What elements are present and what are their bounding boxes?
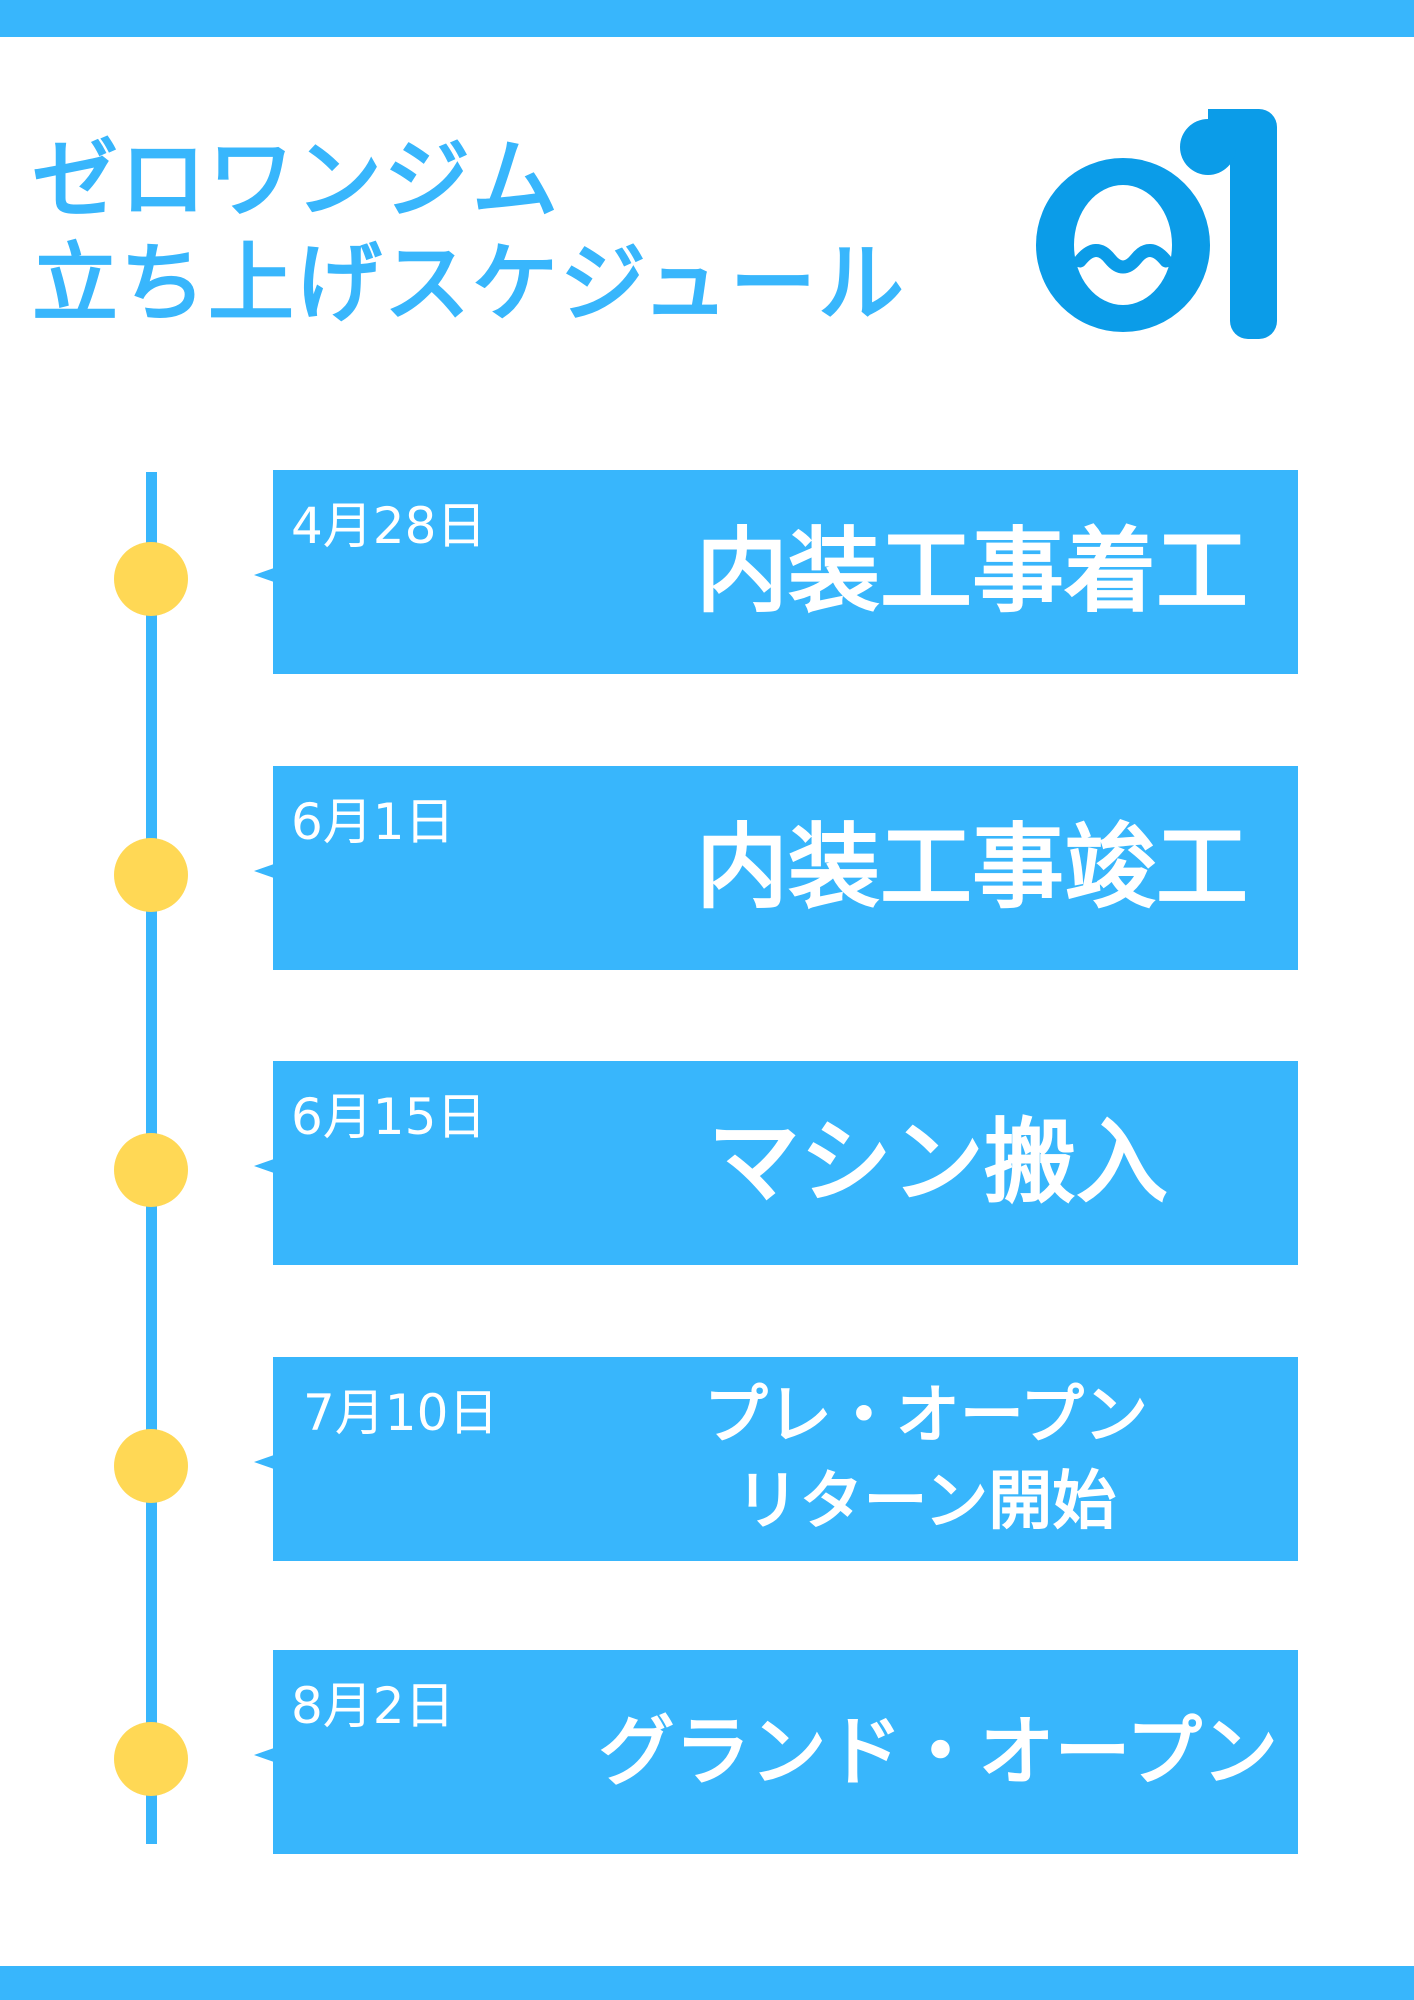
event-label: グランド・オープン [598, 1707, 1278, 1796]
event-date: 7月10日 [303, 1384, 499, 1442]
timeline-dot [114, 1722, 188, 1796]
timeline-event: 6月15日 マシン搬入 [0, 1061, 1414, 1265]
page-title: ゼロワンジム 立ち上げスケジュール [32, 128, 906, 336]
pointer-arrow-icon [254, 864, 274, 878]
top-band [0, 0, 1414, 37]
title-line: 立ち上げスケジュール [32, 234, 906, 334]
timeline-dot [114, 838, 188, 912]
event-card: 6月1日 内装工事竣工 [273, 766, 1298, 970]
timeline-event: 4月28日 内装工事着工 [0, 470, 1414, 674]
event-label: プレ・オープン リターン開始 [704, 1357, 1148, 1561]
timeline-event: 8月2日 グランド・オープン [0, 1650, 1414, 1854]
pointer-arrow-icon [254, 1455, 274, 1469]
event-date: 8月2日 [291, 1677, 455, 1735]
event-date: 6月1日 [291, 793, 455, 851]
timeline-dot [114, 542, 188, 616]
timeline-dot [114, 1133, 188, 1207]
timeline-dot [114, 1429, 188, 1503]
pointer-arrow-icon [254, 1159, 274, 1173]
event-card: 4月28日 内装工事着工 [273, 470, 1298, 674]
timeline-event: 7月10日 プレ・オープン リターン開始 [0, 1357, 1414, 1561]
bottom-band [0, 1966, 1414, 2000]
event-label-line: リターン開始 [735, 1465, 1117, 1539]
zero-one-logo-icon [1036, 109, 1277, 339]
pointer-arrow-icon [254, 1748, 274, 1762]
event-label: 内装工事着工 [695, 518, 1248, 625]
event-label-line: プレ・オープン [703, 1379, 1148, 1453]
event-date: 4月28日 [291, 497, 487, 555]
pointer-arrow-icon [254, 568, 274, 582]
event-card: 7月10日 プレ・オープン リターン開始 [273, 1357, 1298, 1561]
event-card: 6月15日 マシン搬入 [273, 1061, 1298, 1265]
timeline-event: 6月1日 内装工事竣工 [0, 766, 1414, 970]
event-label: マシン搬入 [707, 1109, 1168, 1216]
title-line: ゼロワンジム [32, 130, 560, 230]
event-label: 内装工事竣工 [695, 814, 1248, 921]
event-date: 6月15日 [291, 1088, 487, 1146]
event-card: 8月2日 グランド・オープン [273, 1650, 1298, 1854]
